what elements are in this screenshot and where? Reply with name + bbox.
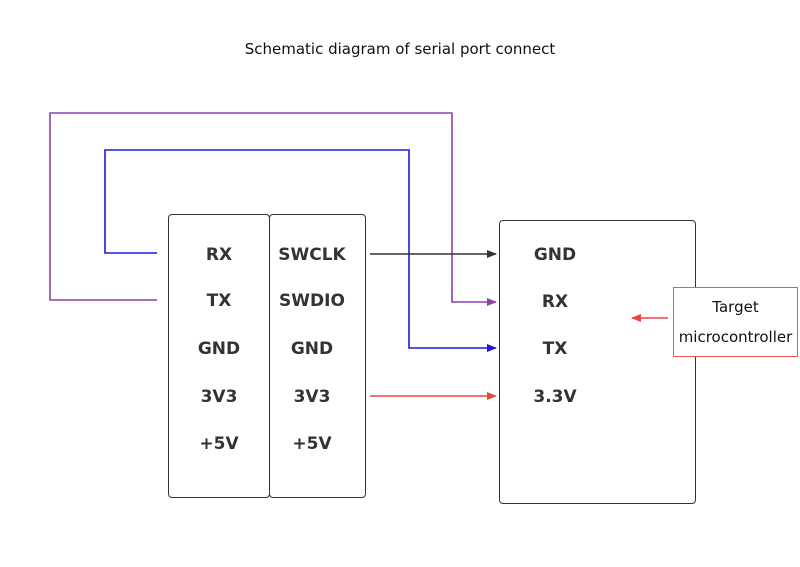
callout-line-1: Target: [712, 298, 759, 316]
pin-left-a-5v: +5V: [199, 434, 239, 454]
callout-line-2: microcontroller: [678, 328, 793, 346]
pin-left-b-5v: +5V: [292, 434, 332, 454]
pin-left-a-rx: RX: [205, 245, 233, 265]
pin-left-a-tx: TX: [206, 291, 232, 311]
target-callout: Target microcontroller: [673, 287, 798, 357]
pin-left-a-3v3: 3V3: [200, 387, 238, 407]
pin-left-b-swdio: SWDIO: [279, 291, 345, 311]
pin-left-a-gnd: GND: [197, 339, 241, 359]
pin-left-b-gnd: GND: [290, 339, 334, 359]
pin-target-rx: RX: [541, 292, 569, 312]
wire-tx-to-rx: [49, 112, 497, 306]
pin-target-gnd: GND: [533, 245, 577, 265]
target-microcontroller-block: [499, 220, 696, 504]
swd-block: [269, 214, 366, 498]
pin-left-b-swclk: SWCLK: [278, 245, 346, 265]
pin-left-b-3v3: 3V3: [293, 387, 331, 407]
diagram-title: Schematic diagram of serial port connect: [244, 40, 556, 58]
pin-target-tx: TX: [542, 339, 568, 359]
pin-target-3v3: 3.3V: [533, 387, 577, 407]
wire-rx-to-tx: [104, 149, 497, 352]
